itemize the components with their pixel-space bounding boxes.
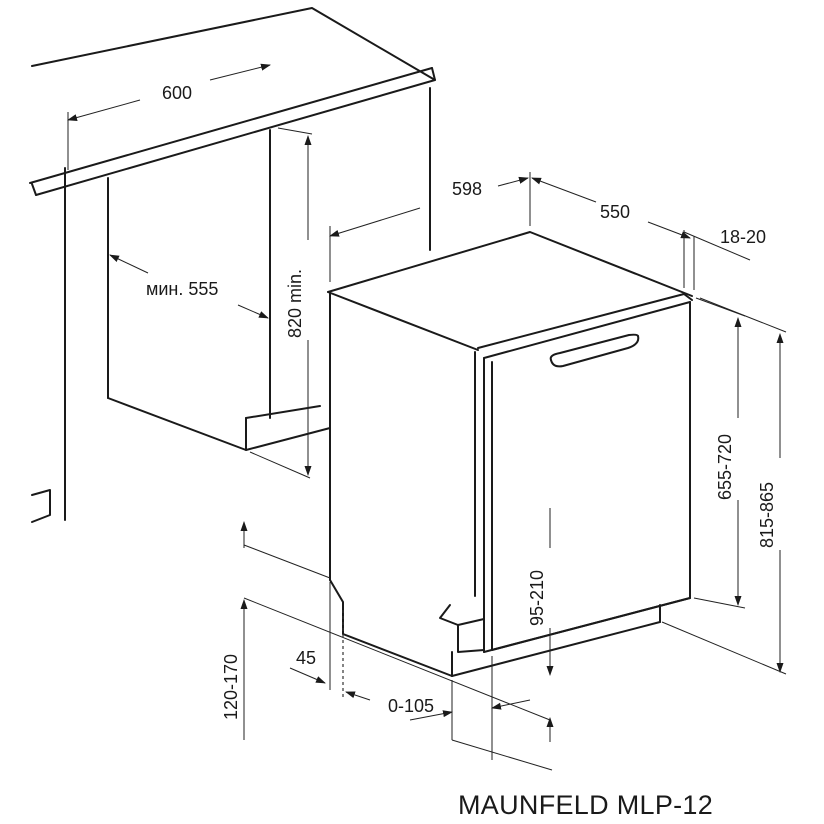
label-door-gap: 18-20 [720,227,766,247]
dishwasher-door [477,293,693,653]
label-kick-height: 95-210 [527,570,547,626]
countertop [29,7,436,196]
dim-600 [67,63,271,170]
label-kick-depth: 45 [296,648,316,668]
label-plinth-offset: 0-105 [388,696,434,716]
dim-550 [531,177,691,239]
dim-815-865 [661,297,787,675]
door-handle [549,333,640,368]
plinth [439,604,661,677]
dim-598 [329,172,531,282]
dim-120-170 [240,521,551,740]
dim-555 [109,254,269,319]
label-plinth-height: 120-170 [221,654,241,720]
dim-820 [249,127,313,479]
label-niche-depth: мин. 555 [146,279,218,299]
label-niche-height: 820 min. [285,269,305,338]
label-appliance-width: 598 [452,179,482,199]
label-niche-width: 600 [162,83,192,103]
dim-18-20 [683,230,751,290]
left-cabinet [31,167,66,523]
dim-45 [289,582,371,701]
niche-outline [107,87,431,451]
dishwasher-body [327,231,693,677]
label-total-height: 815-865 [757,482,777,548]
label-appliance-depth: 550 [600,202,630,222]
label-door-height: 655-720 [715,434,735,500]
model-caption: MAUNFELD MLP-12 [458,790,714,820]
dim-0-105 [409,656,553,771]
